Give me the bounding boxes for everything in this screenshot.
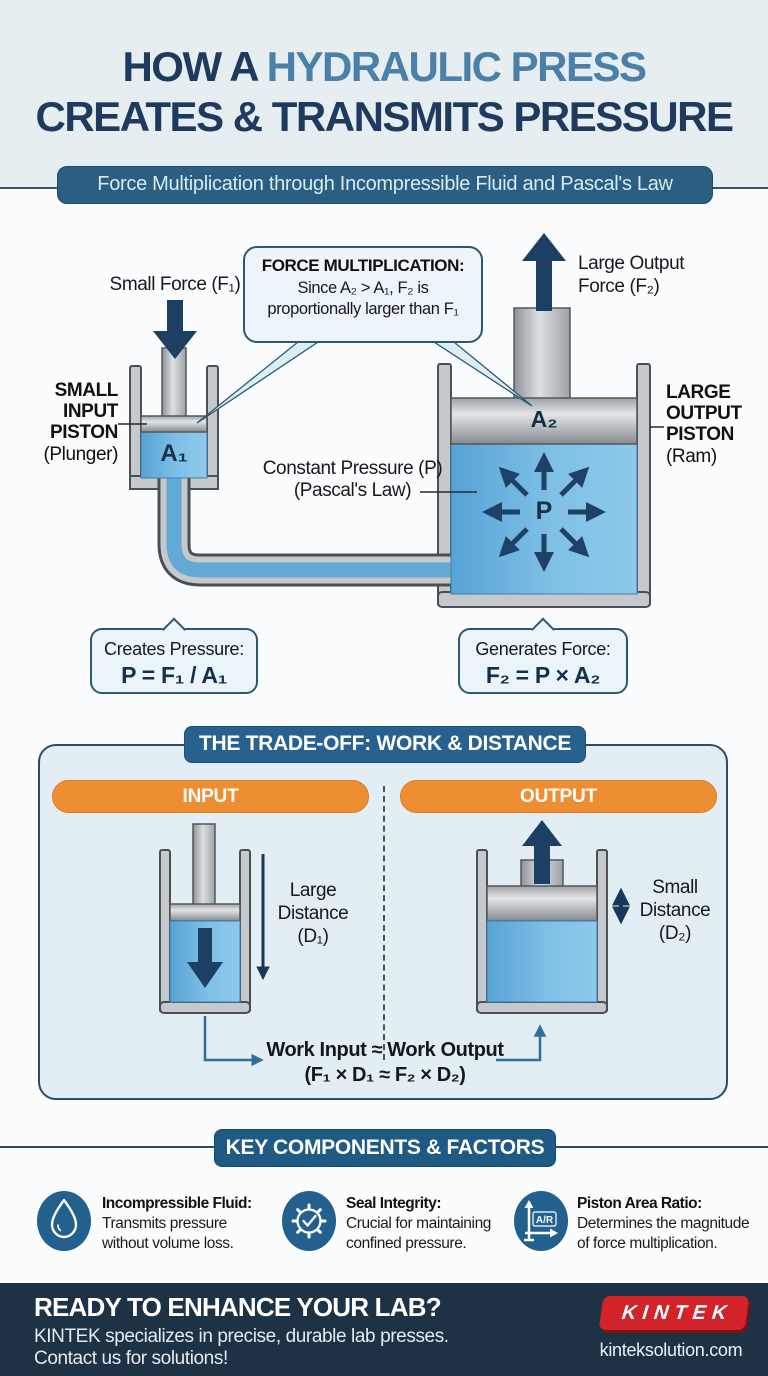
output-banner: OUTPUT	[400, 780, 717, 813]
constant-pressure-label: Constant Pressure (P) (Pascal's Law)	[262, 458, 443, 501]
footer-line2: Contact us for solutions!	[34, 1348, 228, 1369]
area-ratio-icon-label: A/R	[536, 1215, 554, 1226]
subtitle-text: Force Multiplication through Incompressi…	[97, 173, 673, 195]
kintek-logo-text: KINTEK	[620, 1302, 734, 1324]
work-line2: (F₁ × D₁ ≈ F₂ × D₂)	[304, 1064, 466, 1086]
input-banner: INPUT	[52, 780, 369, 813]
footer-line1: KINTEK specializes in precise, durable l…	[34, 1326, 449, 1347]
component-item-seal-text: Seal Integrity: Crucial for maintaining …	[346, 1194, 516, 1254]
small-cylinder-fluid	[140, 430, 208, 479]
force-multiplication-callout: FORCE MULTIPLICATION: Since A₂ > A₁, F₂ …	[243, 246, 483, 343]
work-connector-arrows	[203, 1016, 547, 1067]
creates-pressure-box: Creates Pressure: P = F₁ / A₁	[90, 617, 258, 694]
tradeoff-title-banner: THE TRADE-OFF: WORK & DISTANCE	[184, 726, 586, 763]
large-piston-rod	[513, 307, 571, 401]
callout-title: FORCE MULTIPLICATION:	[261, 256, 465, 275]
header-background	[0, 0, 768, 188]
generates-force-box: Generates Force: F₂ = P × A₂	[458, 617, 628, 694]
generates-force-formula: F₂ = P × A₂	[485, 662, 601, 688]
components-title-banner: KEY COMPONENTS & FACTORS	[214, 1129, 556, 1167]
pressure-symbol: P	[535, 497, 553, 525]
small-force-down-arrow-icon	[153, 300, 197, 359]
title-part1: HOW A	[122, 43, 267, 90]
component-item-fluid-text: Incompressible Fluid: Transmits pressure…	[102, 1194, 282, 1254]
work-line1: Work Input ≈ Work Output	[266, 1039, 504, 1061]
component-fluid-desc: Transmits pressure without volume loss.	[102, 1215, 234, 1252]
input-down-arrow-icon	[187, 928, 223, 988]
large-cylinder	[437, 363, 651, 608]
area-ratio-icon: A/R	[514, 1191, 568, 1251]
subtitle-banner: Force Multiplication through Incompressi…	[57, 166, 713, 204]
page-title-line1: HOW A HYDRAULIC PRESS	[0, 42, 768, 92]
droplet-icon	[37, 1191, 91, 1251]
large-force-up-arrow-icon	[522, 233, 566, 311]
large-piston-name: LARGE OUTPUT PISTON	[666, 382, 742, 445]
callout-body: Since A₂ > A₁, F₂ is proportionally larg…	[267, 279, 459, 318]
component-seal-desc: Crucial for maintaining confined pressur…	[346, 1215, 492, 1252]
small-piston-sub: (Plunger)	[43, 444, 118, 465]
component-fluid-title: Incompressible Fluid:	[102, 1195, 252, 1212]
gear-check-icon	[282, 1191, 336, 1251]
tradeoff-divider-dashed	[383, 786, 385, 1060]
creates-pressure-formula: P = F₁ / A₁	[121, 662, 227, 688]
component-ratio-title: Piston Area Ratio:	[577, 1195, 702, 1212]
small-piston-label: SMALL INPUT PISTON (Plunger)	[24, 380, 118, 466]
generates-force-caption: Generates Force:	[475, 639, 611, 659]
output-up-arrow-icon	[522, 820, 562, 884]
large-piston-label: LARGE OUTPUT PISTON (Ram)	[666, 382, 766, 468]
large-force-label: Large Output Force (F₂)	[578, 253, 685, 297]
label-connector-lines	[118, 423, 664, 493]
area-small-label: A₁	[160, 440, 188, 467]
area-large-label: A₂	[530, 406, 558, 432]
footer-website: kinteksolution.com	[599, 1340, 743, 1360]
large-distance-label: Large Distance (D₁)	[277, 880, 349, 947]
creates-pressure-caption: Creates Pressure:	[104, 639, 244, 659]
small-piston-name: SMALL INPUT PISTON	[50, 380, 118, 443]
large-piston-sub: (Ram)	[666, 446, 717, 467]
connecting-pipe	[157, 466, 468, 587]
small-piston-head	[140, 415, 208, 433]
tradeoff-output-cylinder	[476, 820, 608, 1014]
page-title: HOW A HYDRAULIC PRESS CREATES & TRANSMIT…	[0, 42, 768, 142]
pressure-radial-arrows-icon	[482, 452, 606, 572]
title-part2: HYDRAULIC PRESS	[266, 43, 647, 90]
tradeoff-input-cylinder	[159, 823, 251, 1014]
component-ratio-desc: Determines the magnitude of force multip…	[577, 1215, 750, 1252]
work-equation: Work Input ≈ Work Output (F₁ × D₁ ≈ F₂ ×…	[235, 1038, 535, 1088]
kintek-logo: KINTEK	[598, 1296, 750, 1330]
page-title-line2: CREATES & TRANSMITS PRESSURE	[35, 93, 734, 140]
large-piston-head	[450, 397, 638, 445]
small-force-label: Small Force (F₁)	[109, 274, 241, 295]
small-piston-rod	[161, 347, 187, 419]
component-item-ratio-text: Piston Area Ratio: Determines the magnit…	[577, 1194, 762, 1254]
footer-headline: READY TO ENHANCE YOUR LAB?	[34, 1292, 442, 1322]
component-seal-title: Seal Integrity:	[346, 1195, 442, 1212]
small-distance-label: Small Distance (D₂)	[639, 877, 711, 944]
